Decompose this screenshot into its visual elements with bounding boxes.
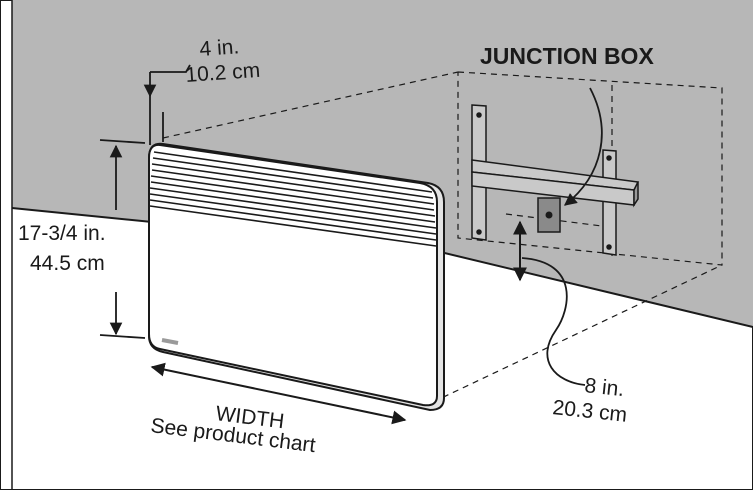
- floor-label-in: 8 in.: [583, 374, 625, 401]
- mounting-bracket: [471, 104, 640, 256]
- height-label-in: 17-3/4 in.: [18, 222, 106, 245]
- height-dimension: [99, 139, 146, 339]
- heater-indicator-light: [161, 338, 179, 345]
- heater-grille: [149, 151, 437, 247]
- cable-hole-icon: [545, 211, 553, 219]
- height-label-cm: 44.5 cm: [30, 252, 105, 275]
- depth-label-cm: 10.2 cm: [185, 59, 261, 87]
- junction-box-label: JUNCTION BOX: [480, 43, 654, 69]
- depth-label-in: 4 in.: [199, 35, 240, 61]
- depth-dimension: [143, 64, 191, 145]
- width-dimension-arrow: [150, 362, 407, 425]
- junction-box-pointer: [564, 87, 603, 206]
- floor-clearance-leader: [521, 257, 586, 386]
- wall: [12, 0, 753, 327]
- heater: [148, 142, 445, 412]
